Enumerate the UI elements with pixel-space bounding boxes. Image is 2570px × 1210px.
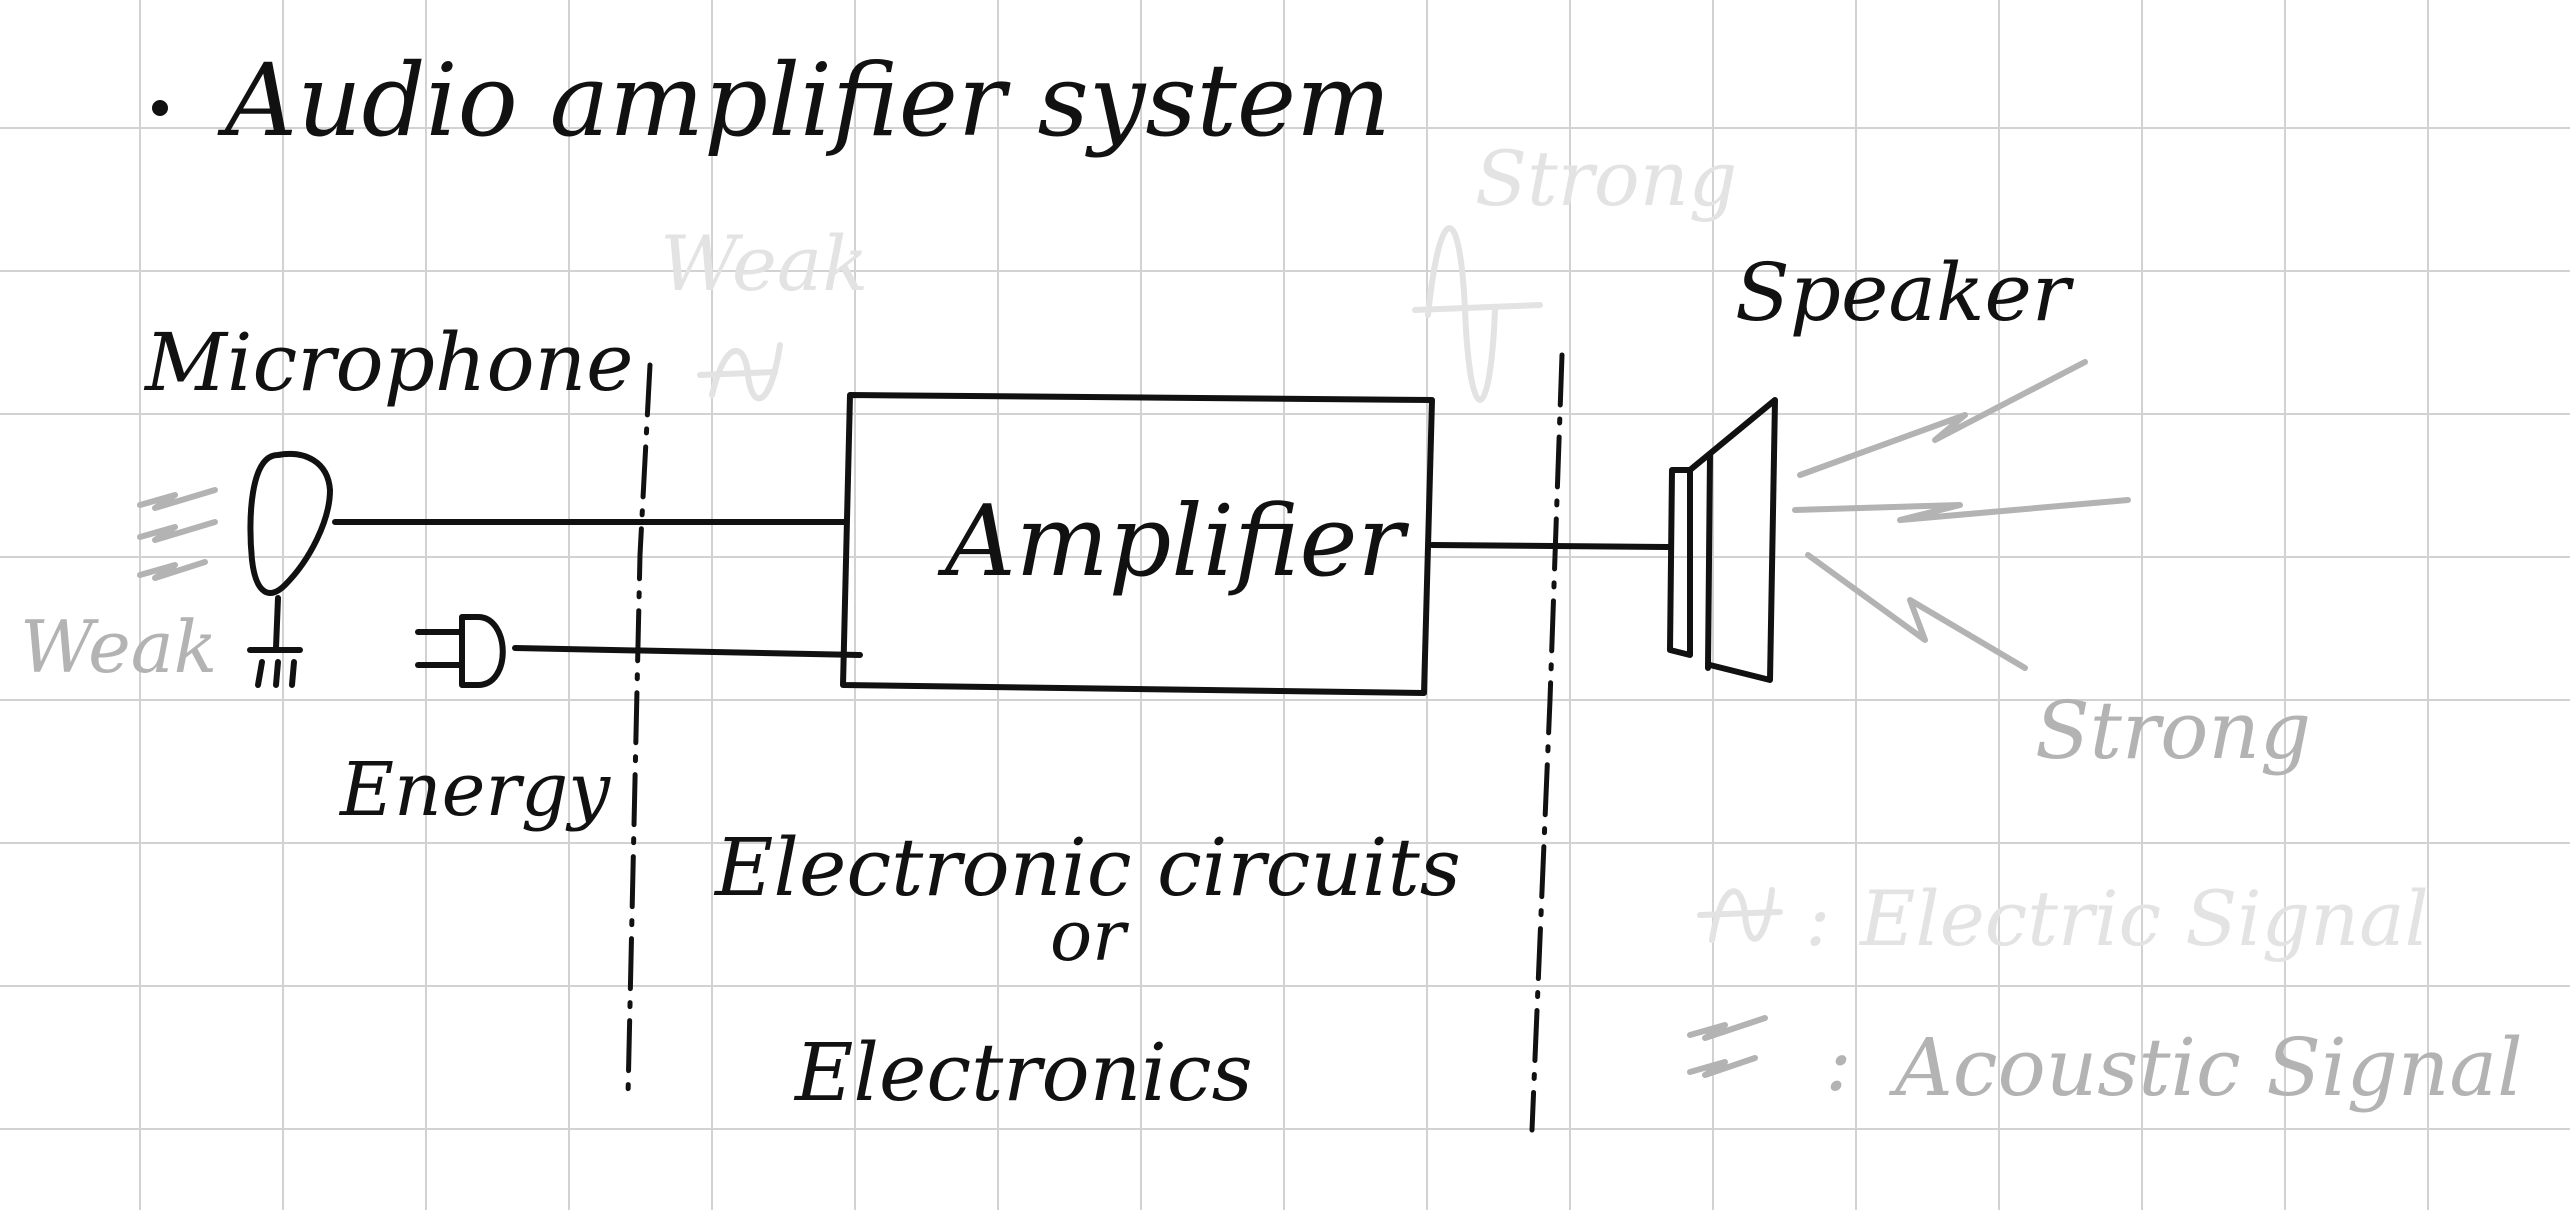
energy-wire bbox=[512, 645, 863, 658]
electronic-circuits-label: Electronic circuits bbox=[713, 821, 1461, 914]
acoustic-signal-legend-label: Acoustic Signal bbox=[1888, 1021, 2523, 1114]
svg-text::: : bbox=[1805, 874, 1831, 963]
microphone-symbol bbox=[247, 451, 333, 688]
right-boundary-line bbox=[1529, 352, 1565, 1133]
energy-label: Energy bbox=[338, 747, 611, 833]
acoustic-input-waves bbox=[137, 487, 218, 581]
svg-text::: : bbox=[1825, 1016, 1852, 1109]
legend: : Electric Signal : Acoustic Signal bbox=[1687, 874, 2523, 1114]
energy-plug-icon bbox=[415, 614, 506, 688]
signal-wire-out bbox=[1429, 542, 1671, 550]
svg-text:Strong: Strong bbox=[1475, 134, 1737, 223]
electric-signal-legend-label: Electric Signal bbox=[1858, 874, 2429, 963]
svg-text:Weak: Weak bbox=[660, 219, 868, 308]
electronics-label: Electronics bbox=[793, 1026, 1253, 1119]
left-boundary-line bbox=[625, 362, 653, 1098]
speaker-symbol bbox=[1667, 397, 1778, 683]
amplifier-label: Amplifier bbox=[937, 485, 1409, 599]
strong-signal-annotation: Strong bbox=[1412, 134, 1737, 403]
title-bullet bbox=[152, 100, 168, 116]
amplifier-block bbox=[840, 392, 1435, 696]
diagram-title: Audio amplifier system bbox=[217, 42, 1391, 159]
or-label: or bbox=[1050, 895, 1129, 977]
speaker-label: Speaker bbox=[1735, 246, 2075, 339]
weak-input-label: Weak bbox=[20, 605, 217, 689]
electric-signal-legend-icon bbox=[1697, 887, 1783, 943]
weak-signal-annotation: Weak bbox=[660, 219, 868, 402]
acoustic-signal-legend-icon bbox=[1687, 1015, 1768, 1078]
strong-output-label: Strong bbox=[2035, 684, 2311, 777]
microphone-label: Microphone bbox=[143, 316, 633, 409]
acoustic-output-waves bbox=[1792, 359, 2131, 671]
